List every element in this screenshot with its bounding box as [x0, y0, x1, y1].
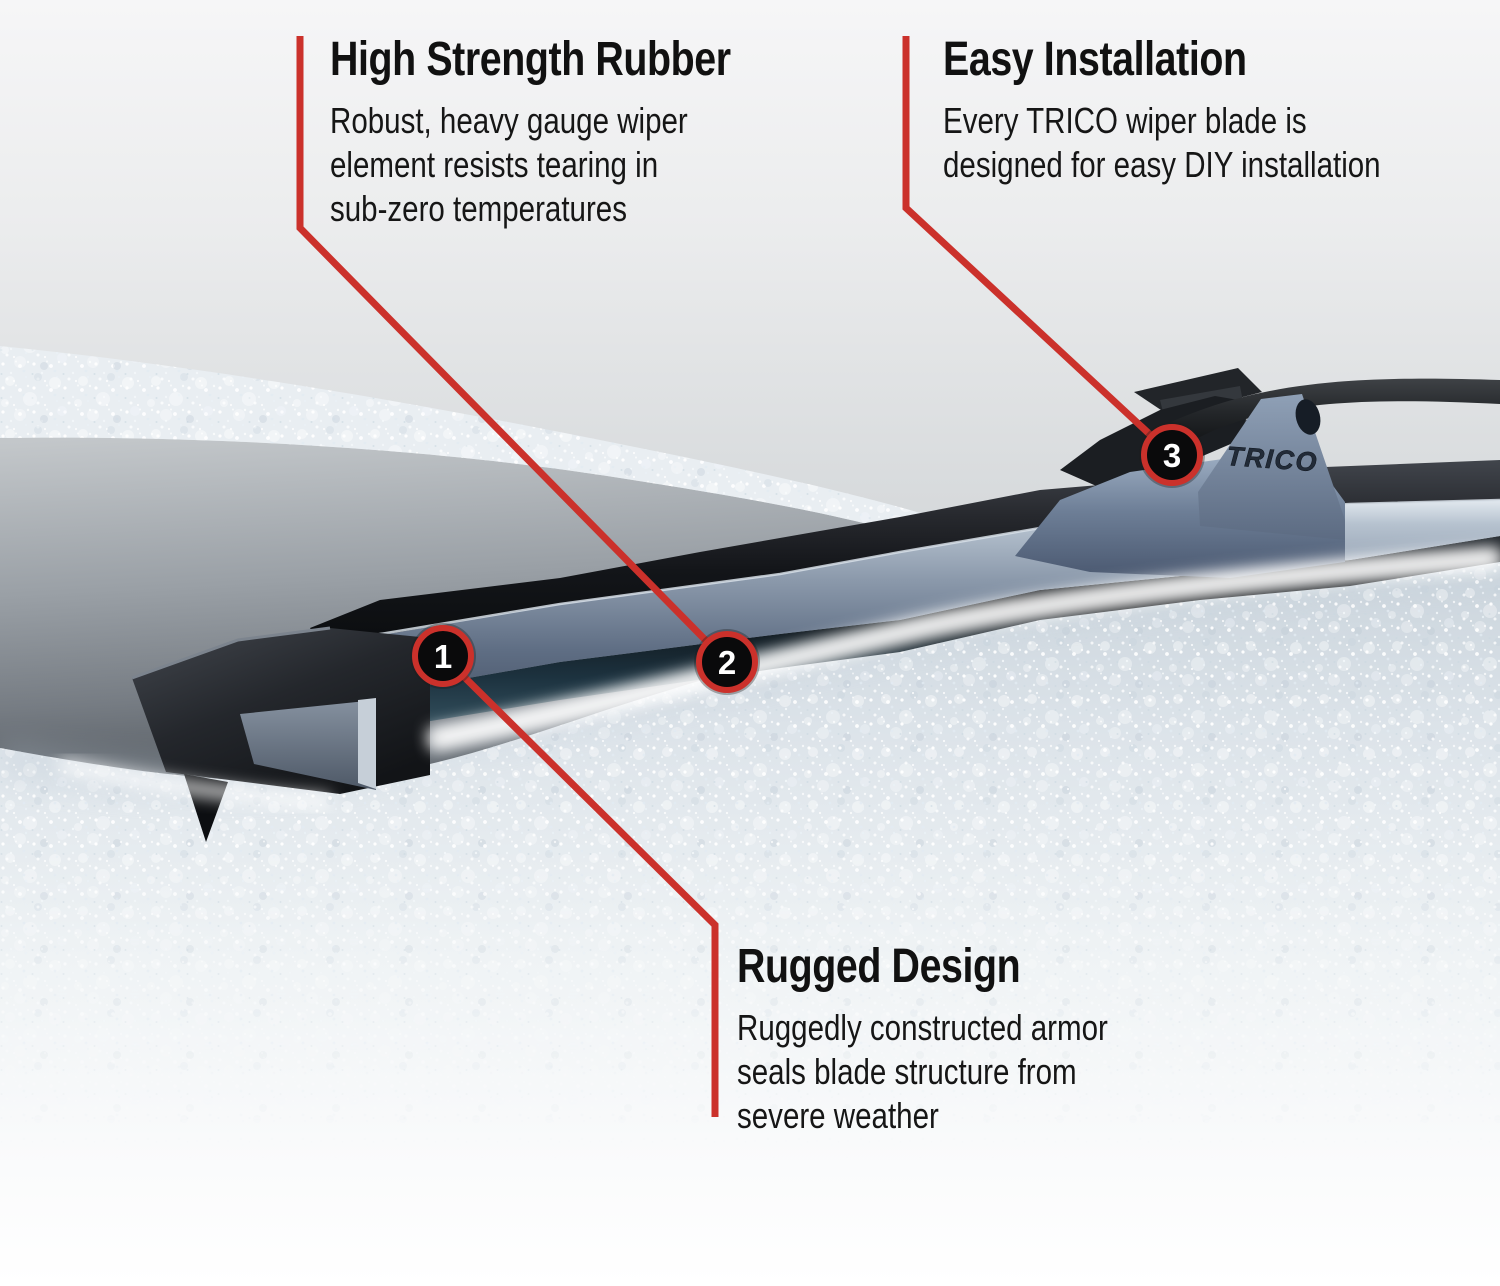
end-cap-metal-band	[358, 698, 376, 789]
marker-2-high-strength-rubber: 2	[696, 631, 758, 693]
snow-field-speckle	[0, 554, 1500, 1286]
callout-leader-lines	[296, 36, 1175, 1117]
callout-rugged-design-line: Ruggedly constructed armor	[737, 1007, 1108, 1048]
callout-easy-installation-line: Every TRICO wiper blade is	[943, 100, 1307, 141]
callout-easy-installation-line: designed for easy DIY installation	[943, 144, 1381, 185]
upper-snow-band	[0, 346, 985, 560]
callout-high-strength-rubber-line: Robust, heavy gauge wiper	[330, 100, 688, 141]
marker-1-rugged-design: 1	[412, 625, 474, 687]
wiper-arm	[1146, 378, 1500, 448]
leader-line-easy-installation	[902, 36, 1175, 458]
callout-high-strength-rubber: High Strength Rubber Robust, heavy gauge…	[330, 34, 731, 231]
callout-rugged-design: Rugged Design Ruggedly constructed armor…	[737, 941, 1108, 1138]
upper-snow-band-clumps	[0, 346, 985, 560]
callout-easy-installation-title: Easy Installation	[943, 33, 1247, 86]
trico-logo-text: TRICO	[1226, 441, 1319, 477]
marker-2-number: 2	[717, 643, 737, 681]
end-cap-top-edge-highlight	[131, 626, 331, 680]
snow-field	[0, 543, 1500, 1286]
snow-ridge-bright	[429, 554, 1500, 744]
callout-easy-installation: Easy Installation Every TRICO wiper blad…	[943, 34, 1381, 187]
leader-line-high-strength-rubber	[296, 36, 730, 665]
marker-3-easy-installation: 3	[1141, 424, 1203, 486]
connector-bolt-hole	[1295, 399, 1321, 435]
marker-3-number: 3	[1162, 436, 1182, 474]
plowed-snow-ridge	[58, 547, 1500, 809]
callout-rugged-design-line: seals blade structure from	[737, 1051, 1077, 1092]
end-cap-bevel-face	[240, 700, 376, 790]
callout-high-strength-rubber-title: High Strength Rubber	[330, 33, 731, 86]
callout-high-strength-rubber-line: element resists tearing in	[330, 144, 659, 185]
callout-rugged-design-line: severe weather	[737, 1095, 939, 1136]
callout-rugged-design-title: Rugged Design	[737, 940, 1021, 993]
leader-line-rugged-design	[440, 653, 719, 1117]
callout-high-strength-rubber-line: sub-zero temperatures	[330, 188, 627, 229]
snow-ridge-left	[58, 758, 331, 809]
marker-1-number: 1	[433, 637, 453, 675]
